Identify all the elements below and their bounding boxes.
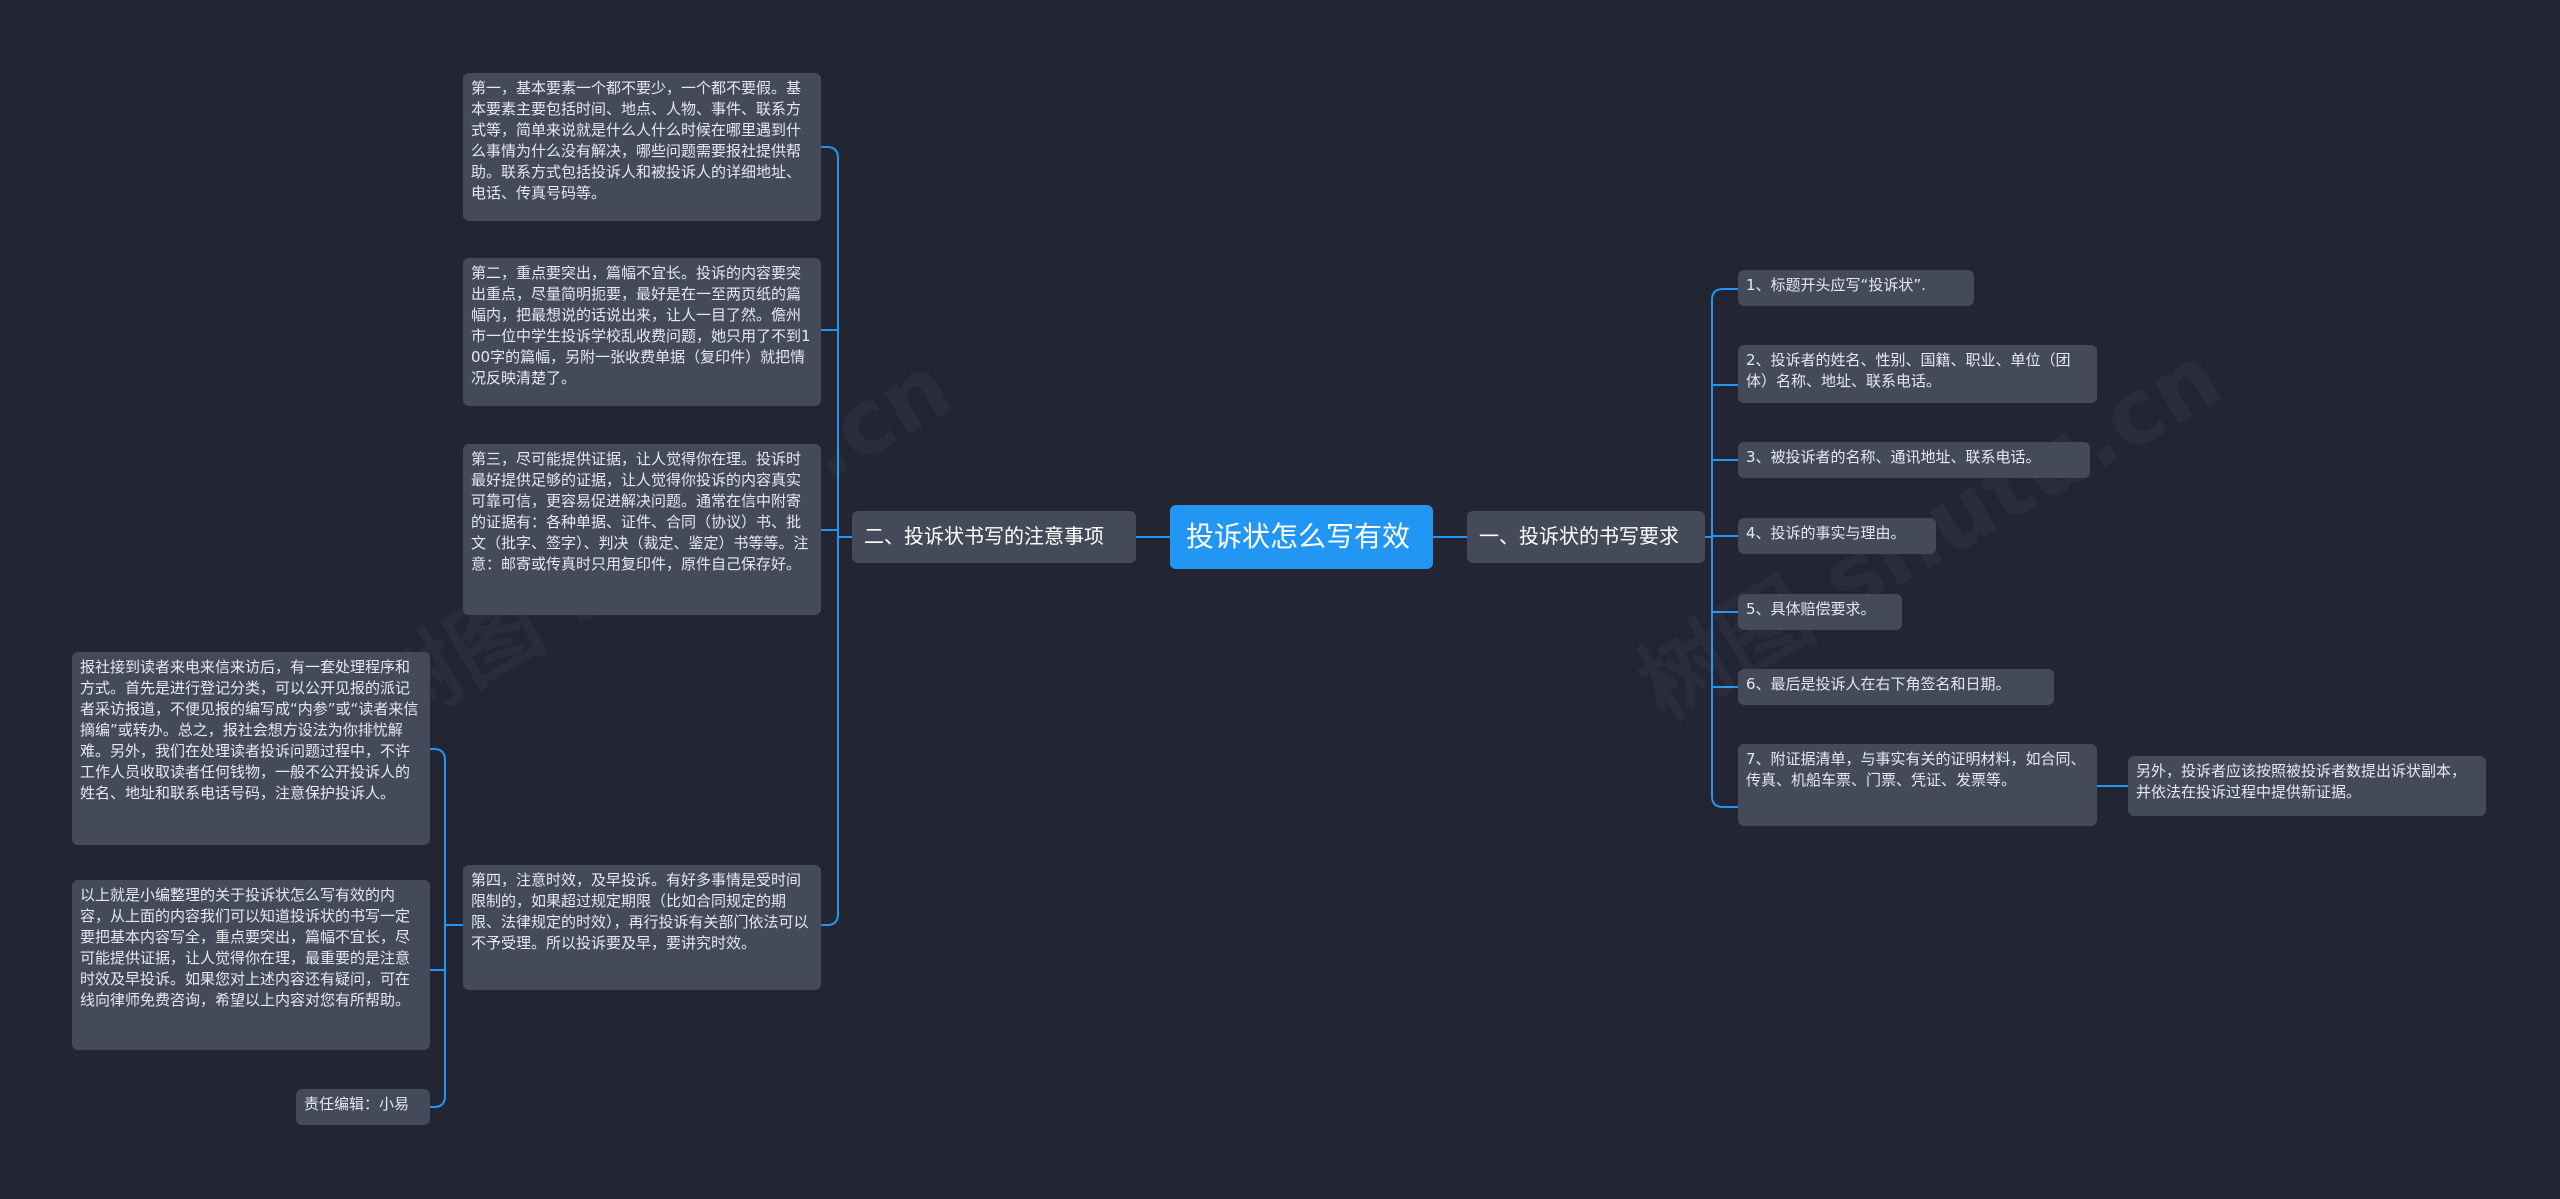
right-item-2[interactable]: 2、投诉者的姓名、性别、国籍、职业、单位（团体）名称、地址、联系电话。: [1738, 345, 2097, 403]
right-item-4[interactable]: 4、投诉的事实与理由。: [1738, 518, 1936, 554]
branch-right[interactable]: 一、投诉状的书写要求: [1467, 511, 1705, 563]
root-node[interactable]: 投诉状怎么写有效: [1170, 505, 1433, 569]
right-item-1[interactable]: 1、标题开头应写“投诉状”.: [1738, 270, 1974, 306]
branch-left[interactable]: 二、投诉状书写的注意事项: [852, 511, 1136, 563]
right-item-5[interactable]: 5、具体赔偿要求。: [1738, 594, 1902, 630]
left-sub-item-1[interactable]: 报社接到读者来电来信来访后，有一套处理程序和方式。首先是进行登记分类，可以公开见…: [72, 652, 430, 845]
left-item-4[interactable]: 第四，注意时效，及早投诉。有好多事情是受时间限制的，如果超过规定期限（比如合同规…: [463, 865, 821, 990]
right-item-6[interactable]: 6、最后是投诉人在右下角签名和日期。: [1738, 669, 2054, 705]
right-sub-item-1[interactable]: 另外，投诉者应该按照被投诉者数提出诉状副本，并依法在投诉过程中提供新证据。: [2128, 756, 2486, 816]
left-item-2[interactable]: 第二，重点要突出，篇幅不宜长。投诉的内容要突出重点，尽量简明扼要，最好是在一至两…: [463, 258, 821, 406]
left-item-3[interactable]: 第三，尽可能提供证据，让人觉得你在理。投诉时最好提供足够的证据，让人觉得你投诉的…: [463, 444, 821, 615]
root-title: 投诉状怎么写有效: [1186, 520, 1411, 553]
left-sub-item-2[interactable]: 以上就是小编整理的关于投诉状怎么写有效的内容，从上面的内容我们可以知道投诉状的书…: [72, 880, 430, 1050]
connector-left-bracket: [821, 146, 852, 926]
left-item-1[interactable]: 第一，基本要素一个都不要少，一个都不要假。基本要素主要包括时间、地点、人物、事件…: [463, 73, 821, 221]
connector-left-sub-bracket: [430, 748, 463, 1108]
right-item-3[interactable]: 3、被投诉者的名称、通讯地址、联系电话。: [1738, 442, 2090, 478]
branch-left-label: 二、投诉状书写的注意事项: [864, 524, 1104, 548]
connector-right-bracket: [1705, 288, 1738, 808]
left-sub-item-3[interactable]: 责任编辑：小易: [296, 1089, 430, 1125]
right-item-7[interactable]: 7、附证据清单，与事实有关的证明材料，如合同、传真、机船车票、门票、凭证、发票等…: [1738, 744, 2097, 826]
branch-right-label: 一、投诉状的书写要求: [1479, 524, 1679, 548]
